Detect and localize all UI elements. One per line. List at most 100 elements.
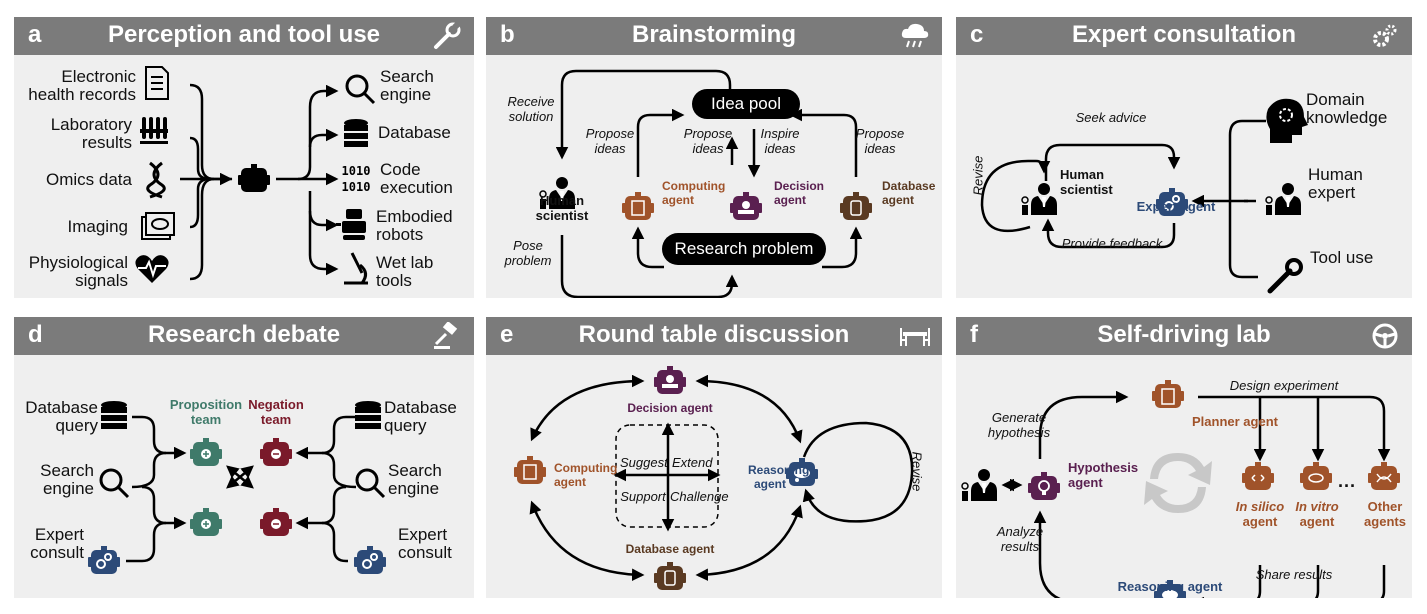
- dna-icon: [146, 161, 166, 199]
- label-provide-feedback: Provide feedback: [1061, 236, 1163, 251]
- reasoning-agent-label: Reasoning agent: [1117, 579, 1223, 594]
- robot-icon: [336, 209, 366, 240]
- invitro-agent-icon: [1300, 462, 1332, 490]
- wrench-tool-icon: [1267, 258, 1303, 294]
- round-table-icon: [900, 328, 930, 346]
- computing-agent-icon: [514, 456, 546, 484]
- reasoning-agent-icon: [1154, 580, 1186, 598]
- panel-d-header: d Research debate: [14, 317, 474, 355]
- panel-c-diagram: [980, 98, 1308, 294]
- panel-e-diagram: [514, 366, 914, 590]
- heartbeat-icon: [135, 255, 169, 283]
- panel-letter: a: [28, 21, 42, 48]
- panel-f-diagram: [961, 380, 1400, 598]
- panel-letter: c: [970, 21, 984, 48]
- database-agent-label: Database agent: [625, 542, 715, 556]
- panel-letter: e: [500, 321, 514, 348]
- planner-agent-icon: [1152, 380, 1184, 408]
- reasoning-agent-icon: [786, 458, 818, 486]
- panel-f-header: f Self-driving lab: [956, 317, 1412, 355]
- test-tubes-icon: [140, 117, 168, 144]
- document-icon: [145, 66, 169, 100]
- database-icon: [355, 401, 381, 429]
- decision-agent-label: Decision agent: [627, 401, 713, 415]
- human-scientist-icon: [961, 468, 998, 502]
- decision-agent-icon: [654, 366, 686, 394]
- panel-title: Round table discussion: [578, 321, 850, 348]
- label-share-results: Share results: [1255, 567, 1333, 582]
- rain-cloud-icon: [901, 23, 929, 48]
- proposition-agent-icon: [190, 438, 222, 466]
- database-icon: [344, 119, 368, 147]
- hypothesis-agent-icon: [1028, 472, 1060, 500]
- label-revise: Revise: [909, 451, 925, 492]
- gavel-icon: [434, 322, 458, 349]
- output-database: Database: [378, 123, 451, 142]
- panel-c: c Expert consultation Seek advice Provid…: [956, 17, 1412, 298]
- expert-agent-label: Expert agent: [1136, 199, 1216, 214]
- panel-letter: d: [28, 321, 43, 348]
- panel-b: b Brainstorming Idea pool Research probl…: [486, 17, 942, 298]
- magnifier-icon: [99, 468, 130, 499]
- wrench-icon: [434, 22, 461, 49]
- panel-e-header: e Round table discussion: [486, 317, 942, 355]
- label-extend: Extend: [672, 455, 713, 470]
- panel-b-diagram: [539, 69, 872, 298]
- input-omics: Omics data: [46, 170, 132, 189]
- insilico-agent-icon: [1242, 462, 1274, 490]
- database-icon: [101, 401, 127, 429]
- panel-title: Expert consultation: [1071, 21, 1297, 48]
- panel-letter: f: [970, 321, 978, 348]
- label-seek-advice: Seek advice: [1075, 110, 1147, 125]
- label-suggest: Suggest: [620, 455, 668, 470]
- database-agent-icon: [654, 562, 686, 590]
- panel-e: e Round table discussion Decision agent …: [486, 317, 942, 598]
- idea-pool: Idea pool: [692, 89, 800, 119]
- microscope-icon: [344, 252, 368, 285]
- magnifier-icon: [355, 468, 386, 499]
- panel-title: Perception and tool use: [107, 21, 381, 48]
- panel-title: Self-driving lab: [1097, 321, 1271, 348]
- label-support: Support: [620, 489, 666, 504]
- planner-agent-label: Planner agent: [1192, 414, 1278, 429]
- panel-a-header: a Perception and tool use: [14, 17, 474, 55]
- computing-agent-icon: [622, 192, 654, 220]
- panel-d-diagram: [88, 401, 386, 574]
- panel-title: Research debate: [147, 321, 341, 348]
- brain-head-icon: [1266, 98, 1308, 143]
- gears-icon: [1373, 24, 1397, 47]
- steering-wheel-icon: [1372, 323, 1398, 349]
- imaging-icon: [141, 212, 175, 240]
- svg-text:1010: 1010: [342, 164, 371, 178]
- expert-agent-icon: [88, 546, 120, 574]
